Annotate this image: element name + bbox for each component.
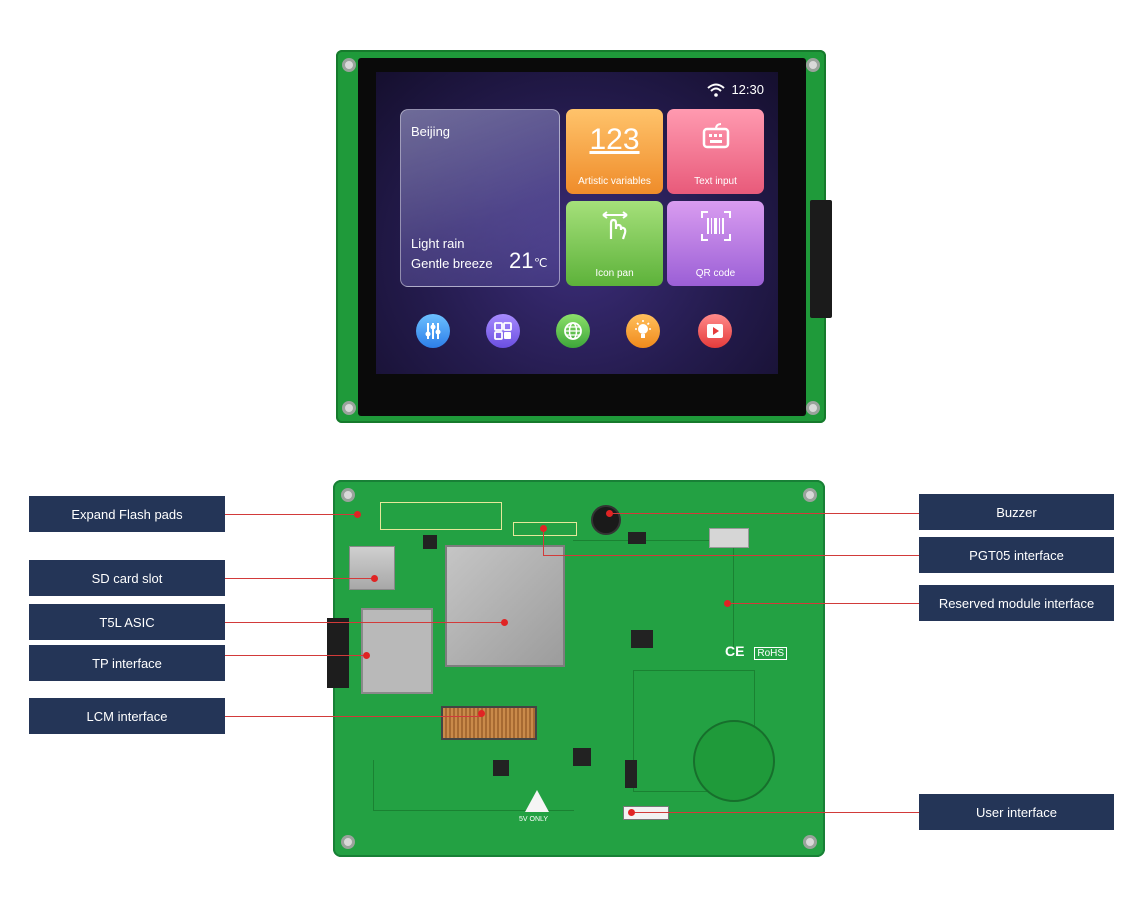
pointer-dot <box>371 575 378 582</box>
label-buzzer: Buzzer <box>919 494 1114 530</box>
expand-flash-pads <box>380 502 502 530</box>
ic-chip <box>423 535 437 549</box>
pointer-dot <box>606 510 613 517</box>
dock-settings-button[interactable] <box>416 314 450 348</box>
pcb-trace <box>573 540 734 651</box>
numbers-icon: 123 <box>589 123 640 156</box>
mounting-hole <box>806 58 820 72</box>
sliders-icon <box>425 323 441 339</box>
dock-network-button[interactable] <box>556 314 590 348</box>
5v-only-text: 5V ONLY <box>519 816 549 823</box>
pointer-dot <box>628 809 635 816</box>
pointer-line <box>225 578 375 579</box>
pointer-line <box>543 555 919 556</box>
keyboard-icon <box>702 123 730 149</box>
reserved-module-pads <box>709 528 749 548</box>
ic-chip <box>631 630 653 648</box>
tile-label: QR code <box>695 268 736 279</box>
grid-icon <box>494 322 512 340</box>
pcb-trace <box>373 760 574 811</box>
dock-apps-button[interactable] <box>486 314 520 348</box>
label-pgt05-interface: PGT05 interface <box>919 537 1114 573</box>
mounting-hole <box>803 488 817 502</box>
pointer-line <box>225 622 505 623</box>
status-bar: 12:30 <box>707 82 764 97</box>
pointer-line <box>543 528 544 555</box>
pointer-line <box>610 513 919 514</box>
weather-temperature: 21 <box>509 248 534 273</box>
warning-icon <box>525 790 549 812</box>
pointer-line <box>728 603 919 604</box>
pointer-dot <box>501 619 508 626</box>
label-sd-card-slot: SD card slot <box>29 560 225 596</box>
coin-cell-holder <box>693 720 775 802</box>
weather-unit: ℃ <box>534 256 548 270</box>
mounting-hole <box>341 488 355 502</box>
tile-label: Artistic variables <box>578 176 651 187</box>
hand-swipe-icon <box>602 211 628 240</box>
lcm-connector <box>441 706 537 740</box>
pgt05-header <box>513 522 577 536</box>
ce-mark: CE RoHS <box>725 643 788 660</box>
mounting-hole <box>806 401 820 415</box>
label-lcm-interface: LCM interface <box>29 698 225 734</box>
ic-chip <box>625 760 637 788</box>
wifi-icon <box>707 83 726 97</box>
ic-chip <box>628 532 646 544</box>
tile-label: Text input <box>694 176 737 187</box>
pointer-dot <box>354 511 361 518</box>
tile-text-input[interactable]: Text input <box>667 109 764 194</box>
lightbulb-icon <box>635 320 651 338</box>
pointer-dot <box>540 525 547 532</box>
mounting-hole <box>342 58 356 72</box>
label-tp-interface: TP interface <box>29 645 225 681</box>
label-user-interface: User interface <box>919 794 1114 830</box>
tile-label: Icon pan <box>595 268 634 279</box>
pointer-line <box>225 716 482 717</box>
tile-qr-code[interactable]: QR code <box>667 201 764 286</box>
mounting-hole <box>803 835 817 849</box>
tp-connector <box>327 618 349 688</box>
weather-widget[interactable]: Beijing Light rain Gentle breeze 21 ℃ <box>400 109 560 287</box>
pointer-dot <box>478 710 485 717</box>
label-reserved-module-interface: Reserved module interface <box>919 585 1114 621</box>
pointer-dot <box>724 600 731 607</box>
weather-wind: Gentle breeze <box>411 256 493 271</box>
ce-text: CE <box>725 643 745 659</box>
rohs-text: RoHS <box>754 647 788 660</box>
user-connector <box>623 806 669 820</box>
tp-interface <box>361 608 433 694</box>
buzzer <box>591 505 621 535</box>
globe-icon <box>564 322 582 340</box>
tile-artistic-variables[interactable]: 123 Artistic variables <box>566 109 663 194</box>
tile-icon-pan[interactable]: Icon pan <box>566 201 663 286</box>
weather-condition: Light rain <box>411 236 465 251</box>
weather-city: Beijing <box>411 124 451 139</box>
clock: 12:30 <box>731 82 764 97</box>
barcode-icon <box>701 211 731 241</box>
label-t5l-asic: T5L ASIC <box>29 604 225 640</box>
pointer-dot <box>363 652 370 659</box>
t5l-asic-shield <box>445 545 565 667</box>
lcd-screen: 12:30 Beijing Light rain Gentle breeze 2… <box>376 72 778 374</box>
sd-card-slot <box>349 546 395 590</box>
side-connector <box>810 200 832 318</box>
pointer-line <box>225 655 367 656</box>
mounting-hole <box>341 835 355 849</box>
label-expand-flash-pads: Expand Flash pads <box>29 496 225 532</box>
dock-light-button[interactable] <box>626 314 660 348</box>
dock-media-button[interactable] <box>698 314 732 348</box>
play-icon <box>707 324 723 338</box>
pointer-line <box>632 812 919 813</box>
pointer-line <box>225 514 358 515</box>
ic-chip <box>573 748 591 766</box>
pcb-back-side: CE RoHS 5V ONLY <box>327 480 825 857</box>
mounting-hole <box>342 401 356 415</box>
ic-chip <box>493 760 509 776</box>
